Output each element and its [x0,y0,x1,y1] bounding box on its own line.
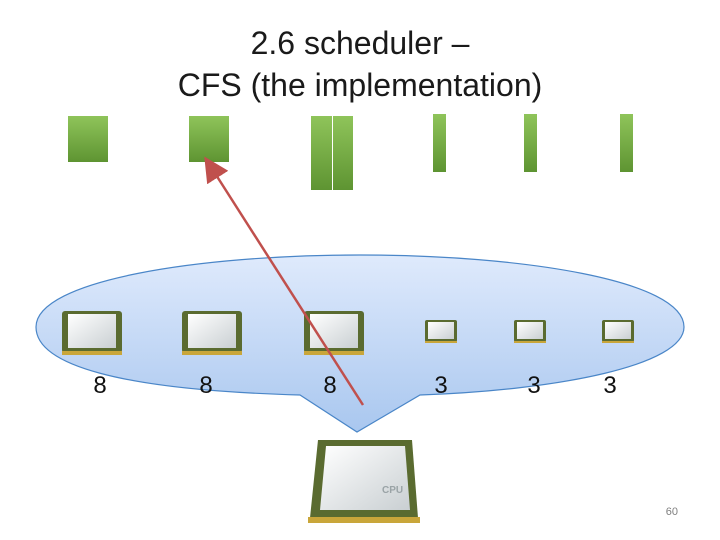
cpu-chip-icon [602,320,634,343]
main-cpu-chip-icon: CPU [308,440,420,523]
cpu-chip-icon [182,311,242,355]
task-weight-label: 3 [603,372,617,399]
task-weight-label: 3 [434,372,448,399]
time-slice-bar [333,116,353,190]
time-slice-bars [68,114,633,190]
time-slice-bar [620,114,633,172]
task-weight-label: 8 [323,372,337,399]
cpu-chip-label: CPU [382,485,403,496]
title-line-2: CFS (the implementation) [177,67,543,103]
time-slice-bar [68,116,108,162]
cpu-chip-icon [514,320,546,343]
task-weight-label: 3 [527,372,541,399]
schedule-arrow [204,156,365,406]
time-slice-bar [189,116,229,162]
slide-number: 60 [665,506,678,518]
cpu-chip-icon [304,311,364,355]
title-line-1: 2.6 scheduler – [250,25,470,61]
task-chips [62,311,634,355]
time-slice-bar [524,114,537,172]
cpu-chip-icon [62,311,122,355]
time-slice-bar [311,116,332,190]
cpu-chip-icon [425,320,457,343]
time-slice-bar [433,114,446,172]
task-weight-label: 8 [199,372,213,399]
task-weight-label: 8 [93,372,107,399]
slide-title: 2.6 scheduler – CFS (the implementation) [0,22,720,106]
